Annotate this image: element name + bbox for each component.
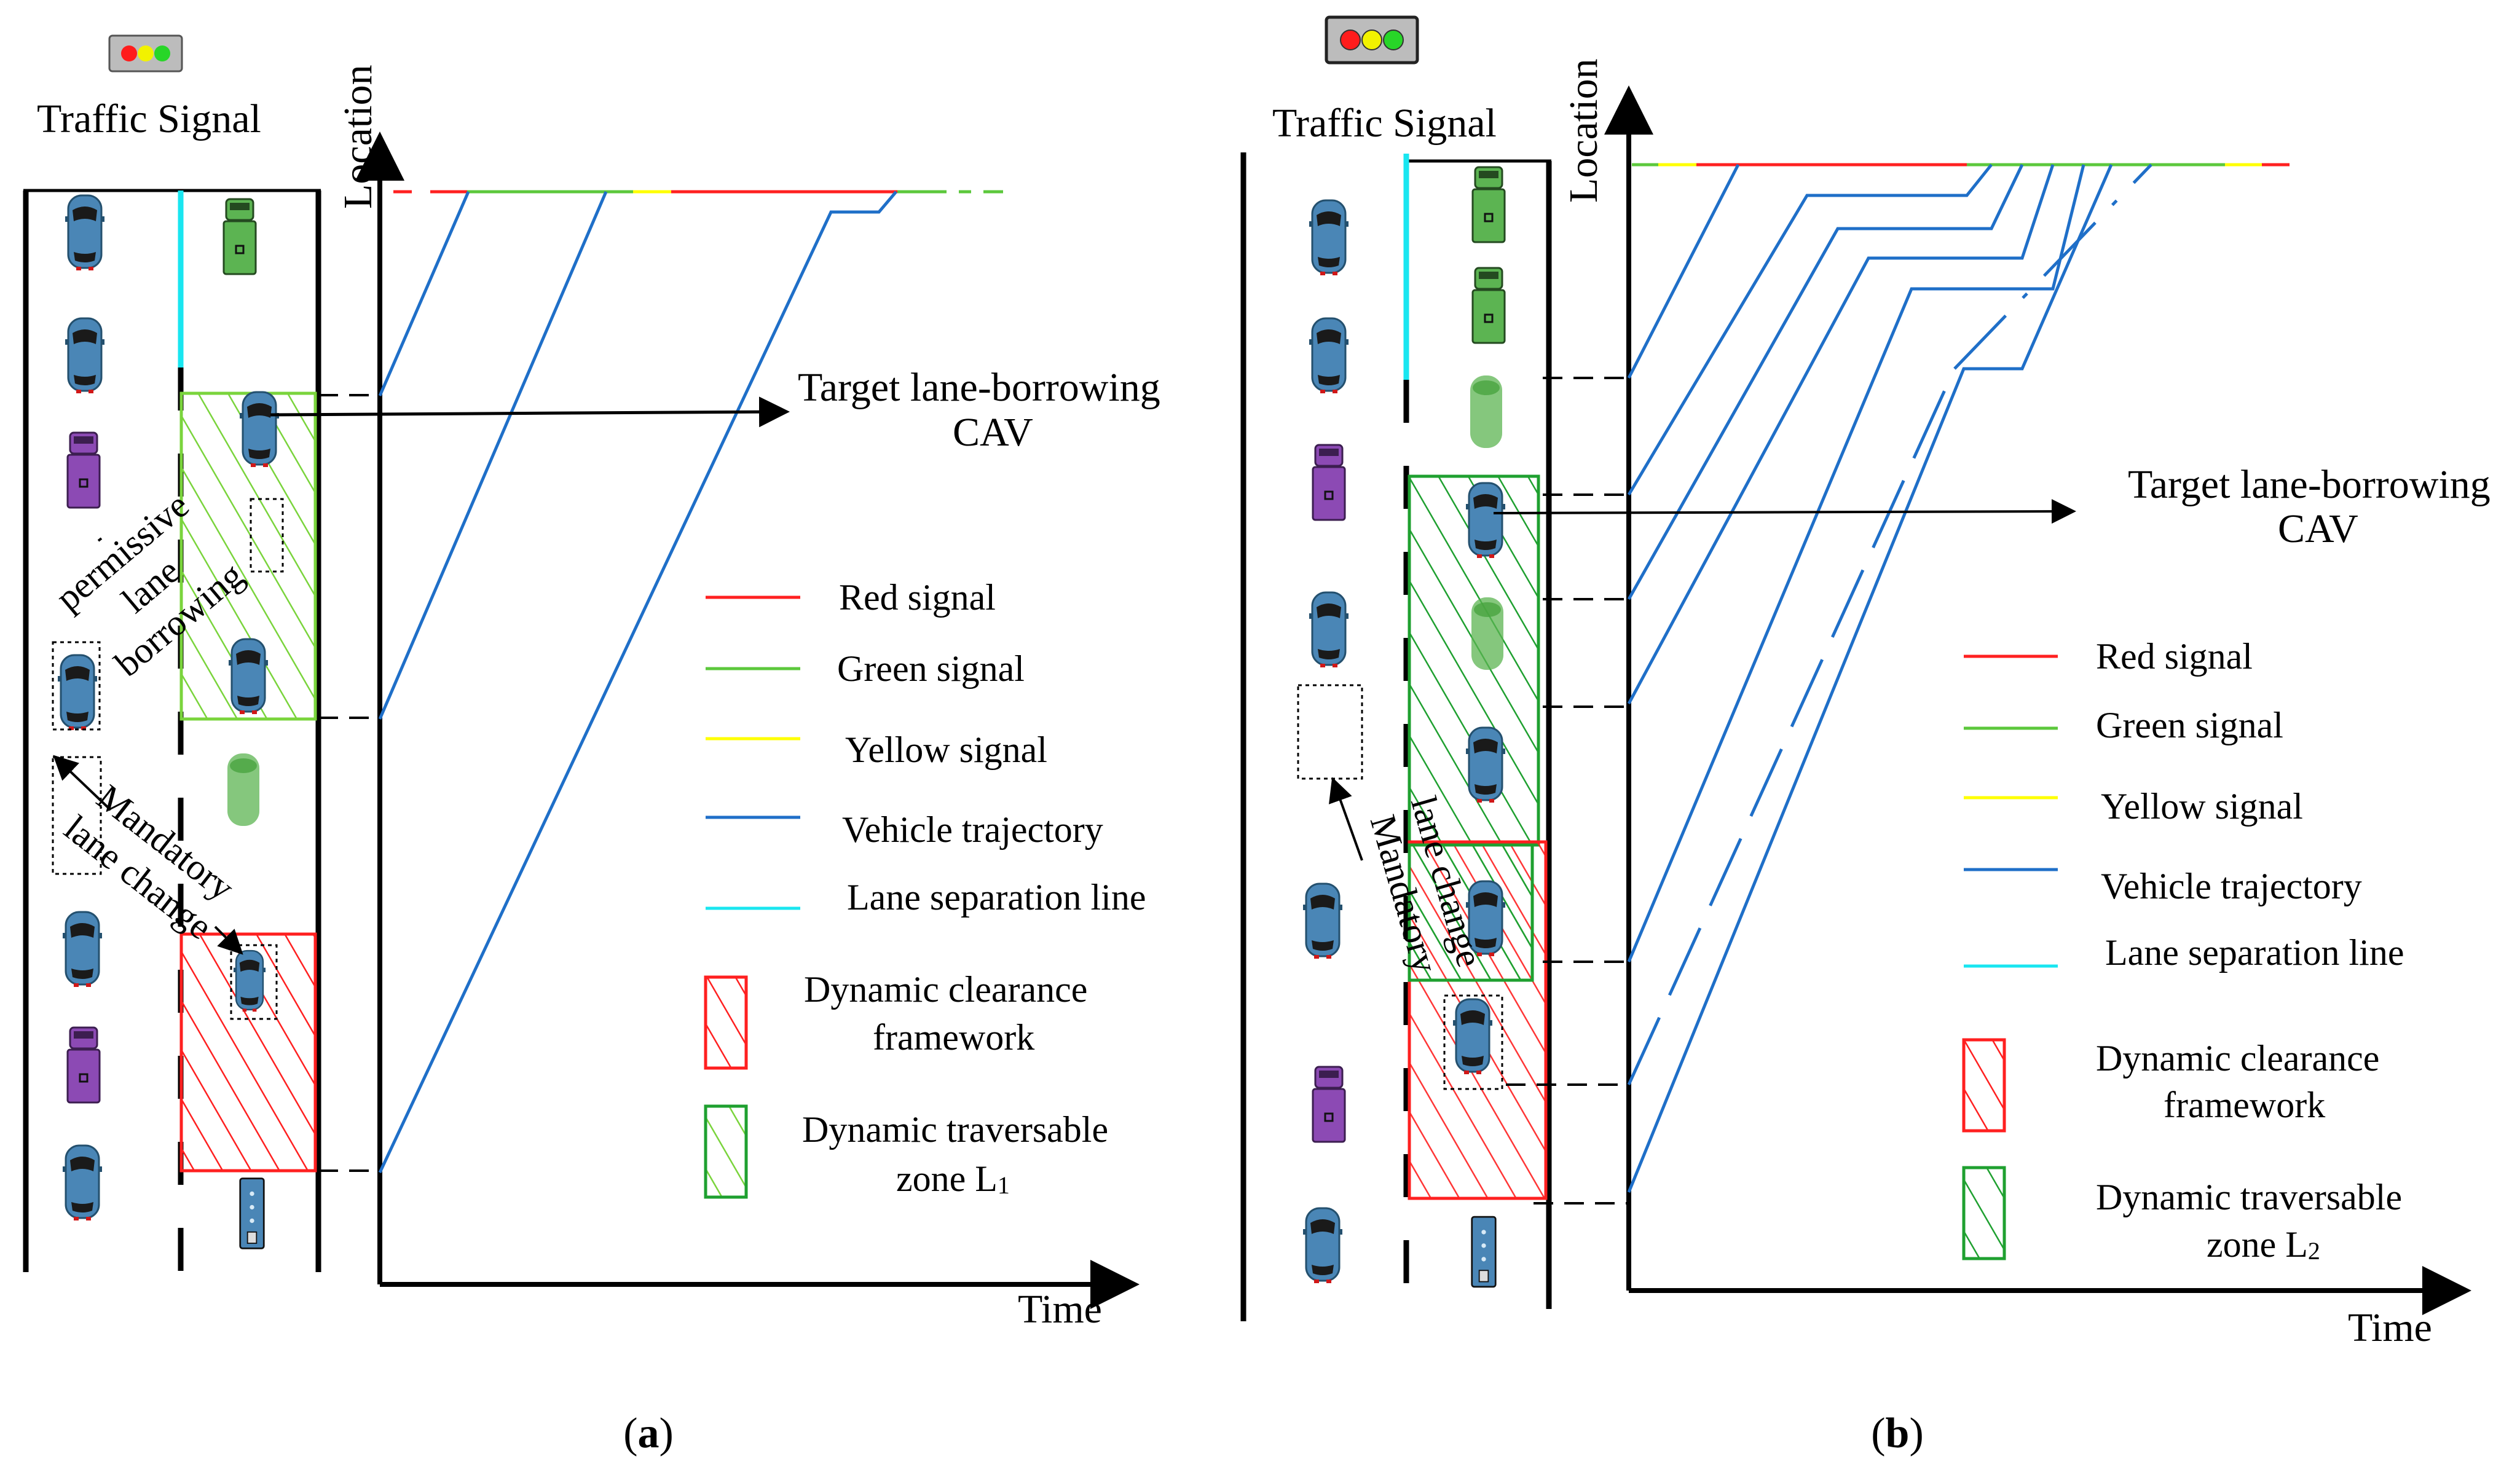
legend-red-label: Red signal: [2096, 636, 2253, 677]
car-icon: [229, 638, 268, 715]
legend-zone-line2: zone L2: [2207, 1224, 2320, 1265]
legend-trajectory-label: Vehicle trajectory: [842, 809, 1103, 850]
car-icon: [1466, 726, 1505, 804]
caption-a: (a): [623, 1410, 674, 1457]
road-a: [23, 189, 321, 1272]
legend-clearance-line2: framework: [873, 1017, 1034, 1058]
lane-change-arrow: [1329, 777, 1363, 861]
legend-zone-swatch: [704, 1104, 748, 1199]
target-cav-label-line2: CAV: [2278, 506, 2358, 551]
legend-separation-label: Lane separation line: [2105, 932, 2404, 973]
caption-b: (b): [1871, 1410, 1924, 1457]
car-icon: [1303, 882, 1342, 960]
trajectories-a: [378, 191, 897, 1174]
traffic-light-icon: [108, 34, 183, 73]
legend-separation-label: Lane separation line: [847, 877, 1146, 918]
legend-trajectory-label: Vehicle trajectory: [2101, 866, 2362, 906]
y-axis-label: Location: [1561, 58, 1606, 203]
car-icon: [1466, 482, 1505, 559]
y-axis-label: Location: [336, 65, 380, 209]
target-cav-label-line1: Target lane-borrowing: [798, 365, 1160, 410]
legend-clearance-swatch: [704, 975, 748, 1070]
target-cav-arrow: [270, 396, 790, 428]
target-cav-arrow: [1493, 499, 2076, 524]
panel-a: Traffic Signal: [23, 34, 1160, 1457]
truck-icon: [1312, 1066, 1346, 1143]
dotted-target-slot: [250, 498, 284, 573]
truck-icon: [1471, 267, 1506, 344]
legend-red-label: Red signal: [839, 577, 996, 618]
ghost-car-icon: [1470, 375, 1502, 448]
car-icon: [65, 317, 104, 395]
legend-zone-line1: Dynamic traversable: [2096, 1177, 2402, 1217]
panel-b: Traffic Signal: [1240, 15, 2490, 1457]
car-icon: [234, 949, 266, 1013]
car-icon: [58, 654, 97, 731]
legend-zone-swatch: [1962, 1166, 2006, 1260]
car-icon: [63, 911, 102, 988]
legend-green-label: Green signal: [2096, 705, 2283, 745]
car-icon: [1309, 199, 1349, 277]
bus-icon: [1471, 1216, 1497, 1288]
car-icon: [1303, 1207, 1342, 1284]
legend-clearance-swatch: [1962, 1038, 2006, 1133]
target-cav-label-line1: Target lane-borrowing: [2128, 462, 2490, 507]
traffic-light-icon: [1325, 15, 1419, 65]
truck-icon: [1471, 166, 1506, 243]
trajectories-b: [1627, 163, 2152, 1193]
legend-green-label: Green signal: [837, 648, 1025, 689]
traffic-signal-label: Traffic Signal: [37, 96, 261, 141]
car-icon: [240, 391, 279, 468]
lane-change-arrow: [53, 755, 112, 811]
target-cav-label-line2: CAV: [953, 410, 1033, 455]
legend-clearance-line1: Dynamic clearance: [804, 969, 1087, 1010]
ghost-car-icon: [227, 753, 259, 826]
legend-b: Red signal Green signal Yellow signal Ve…: [1962, 636, 2404, 1265]
dotted-target-slot: [1297, 684, 1363, 780]
legend-clearance-line2: framework: [2164, 1085, 2325, 1125]
dotted-vehicle-box: [52, 641, 101, 731]
ghost-car-icon: [1471, 597, 1503, 670]
truck-icon: [1312, 444, 1346, 521]
car-icon: [1453, 998, 1492, 1075]
bus-icon: [239, 1177, 265, 1249]
legend-zone-line1: Dynamic traversable: [802, 1109, 1108, 1150]
truck-icon: [66, 431, 101, 509]
car-icon: [63, 1144, 102, 1222]
truck-icon: [222, 198, 257, 275]
dotted-vehicle-box: [1443, 994, 1503, 1090]
lane-change-arrow-2: [214, 926, 243, 955]
lane-borrowing-arrow: [97, 537, 103, 542]
legend-a: Red signal Green signal Yellow signal Ve…: [704, 577, 1146, 1199]
x-axis-label: Time: [1018, 1287, 1102, 1332]
x-axis-label: Time: [2348, 1305, 2432, 1350]
car-icon: [65, 194, 104, 272]
dotted-vehicle-box: [230, 944, 278, 1020]
legend-yellow-label: Yellow signal: [2101, 786, 2303, 827]
traffic-signal-label: Traffic Signal: [1272, 101, 1497, 146]
road-b: [1240, 152, 1552, 1321]
legend-yellow-label: Yellow signal: [845, 729, 1047, 770]
legend-clearance-line1: Dynamic clearance: [2096, 1038, 2379, 1079]
legend-zone-line2: zone L1: [896, 1158, 1010, 1199]
truck-icon: [66, 1026, 101, 1104]
car-icon: [1309, 317, 1349, 395]
car-icon: [1309, 591, 1349, 669]
